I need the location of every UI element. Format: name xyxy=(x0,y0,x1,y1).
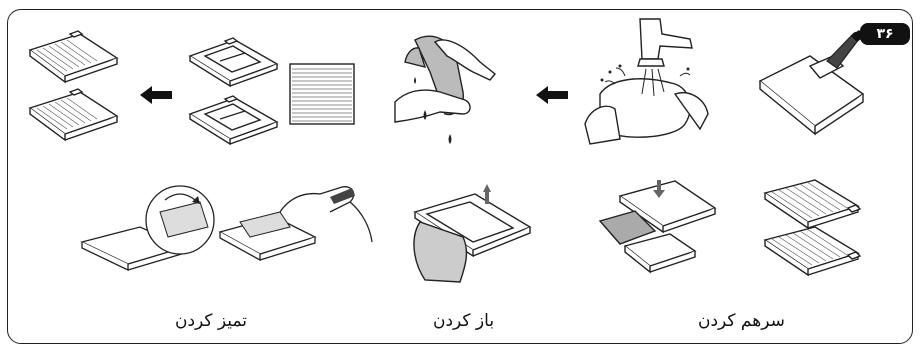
filter-frames-illustration xyxy=(185,34,285,152)
opening-illustration xyxy=(405,182,535,292)
arrow-left-icon xyxy=(140,86,172,104)
caption-open: باز کردن xyxy=(433,311,494,331)
arrow-left-icon xyxy=(536,86,568,104)
filter-pair-illustration-2 xyxy=(760,178,865,288)
filter-sheet-illustration xyxy=(288,62,358,128)
caption-clean: تمیز کردن xyxy=(175,311,247,331)
wringing-cloth-illustration xyxy=(385,22,505,147)
filter-pair-illustration xyxy=(25,28,125,148)
cleaning-illustration xyxy=(80,172,375,292)
nozzle-illustration xyxy=(755,26,870,151)
caption-assemble: سرهم کردن xyxy=(698,311,785,331)
washing-under-tap-illustration xyxy=(580,14,715,149)
assembling-illustration xyxy=(595,176,730,291)
